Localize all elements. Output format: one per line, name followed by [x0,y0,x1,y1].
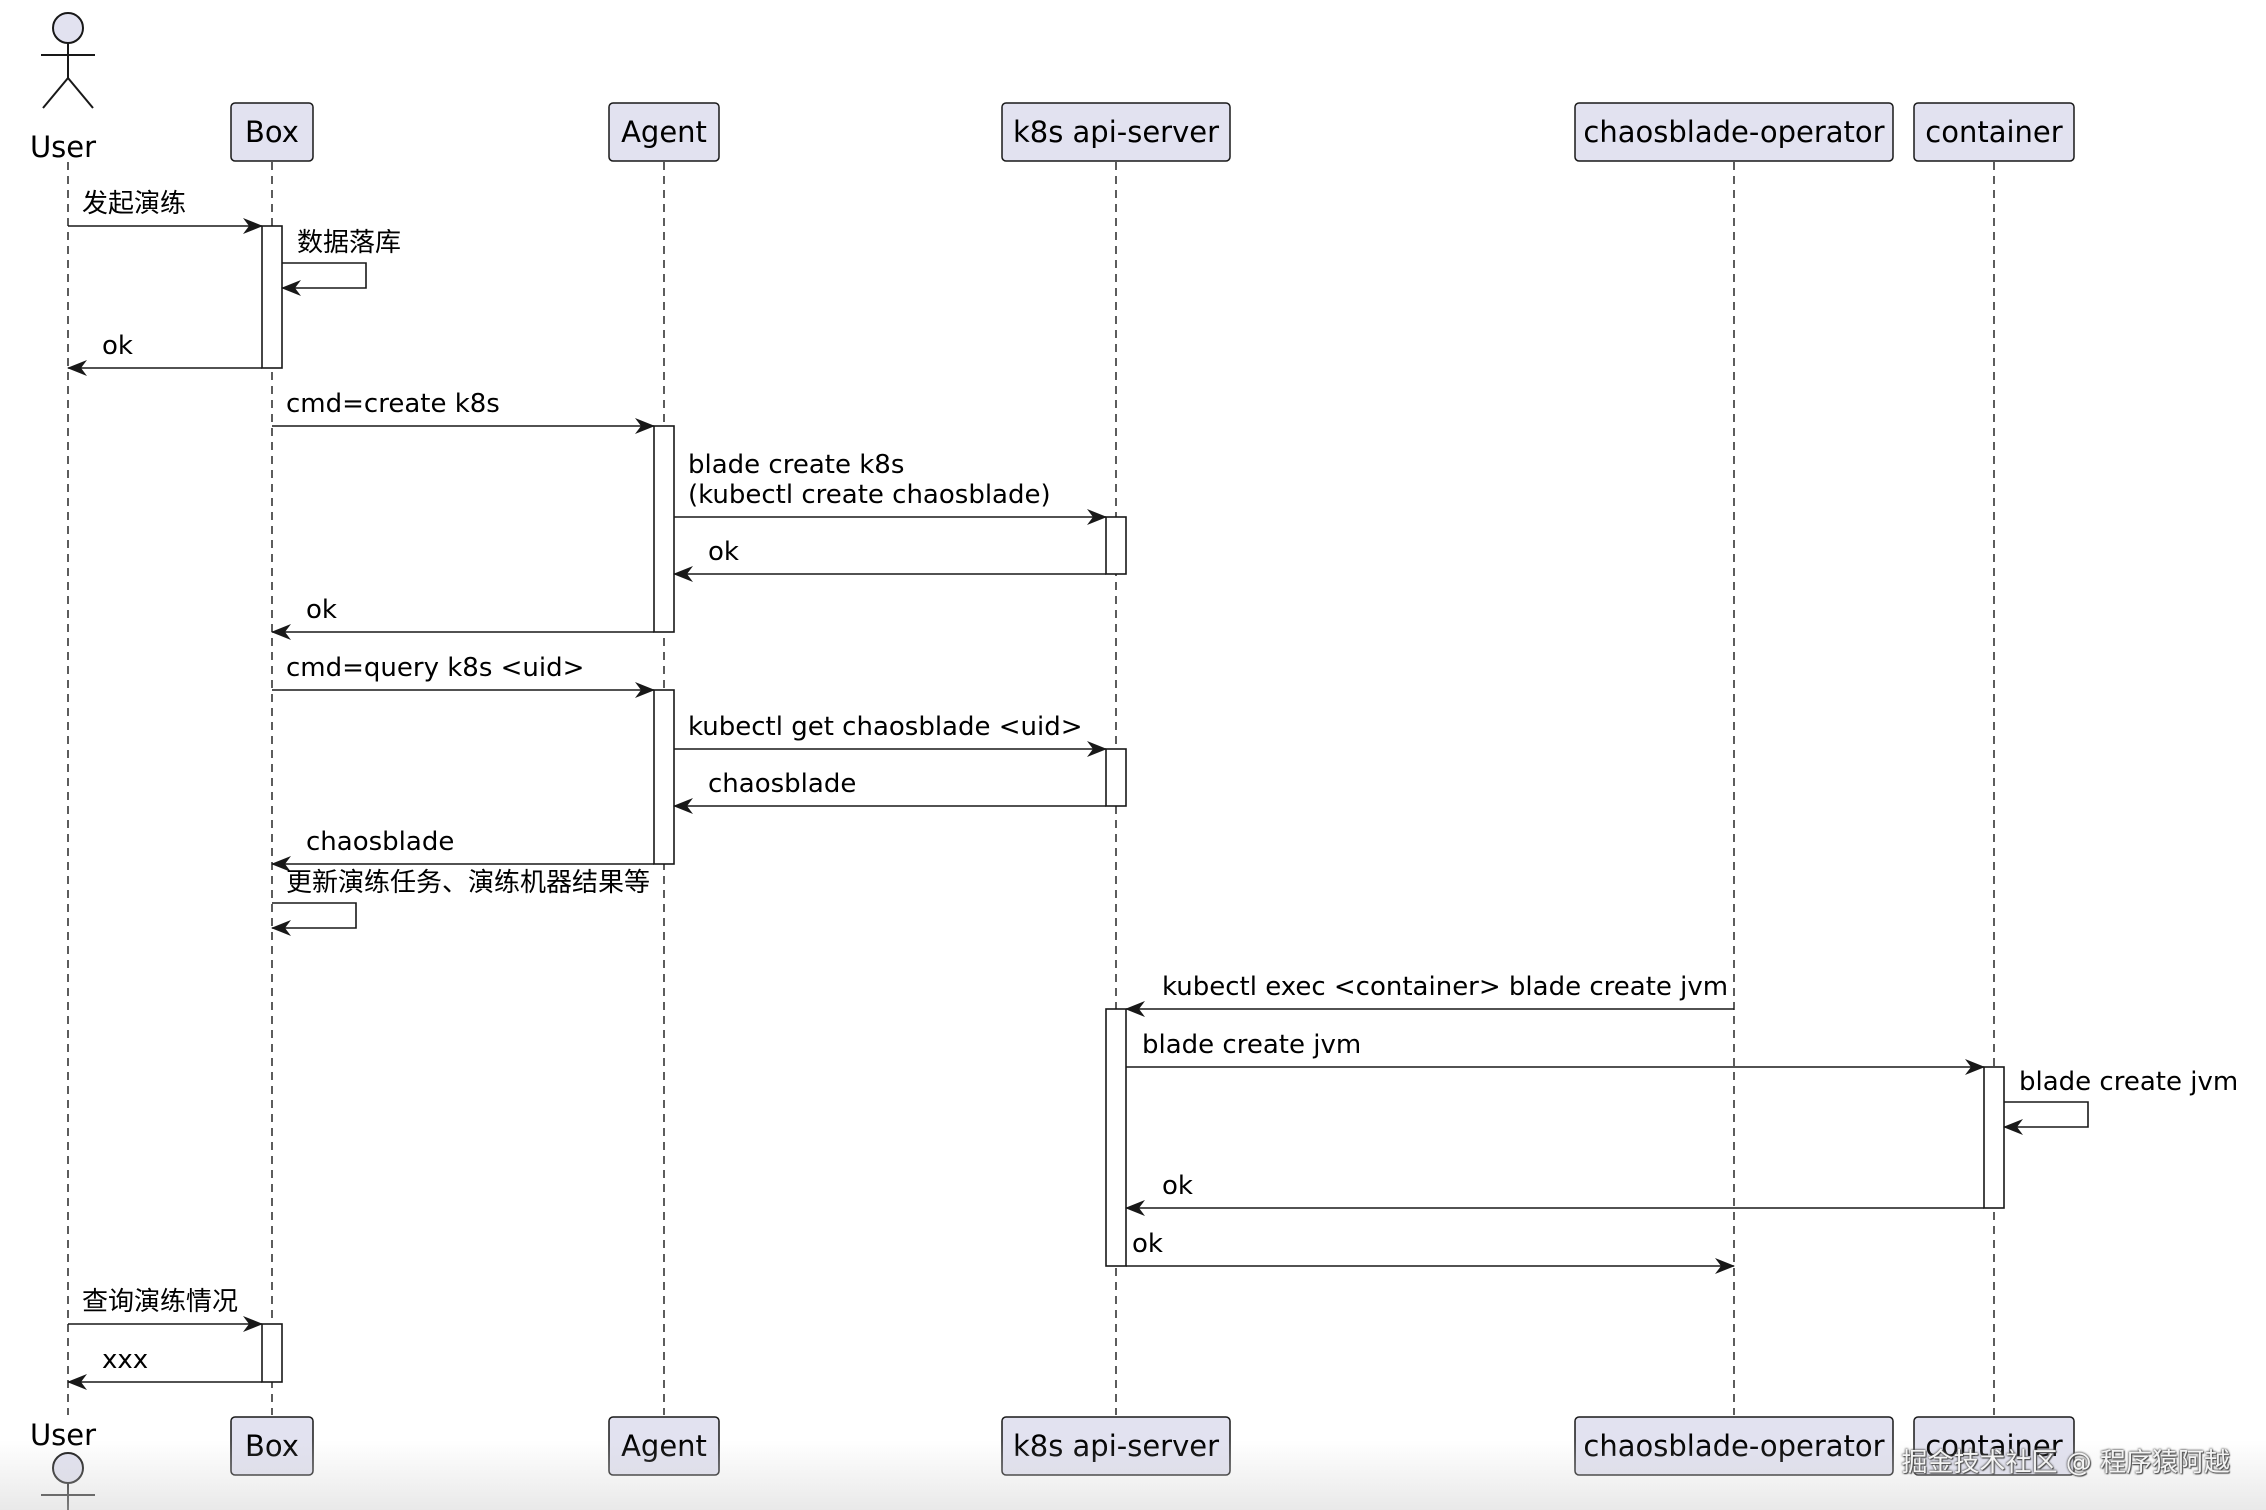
participant-agent-top: Agent [608,102,720,162]
participant-api-top: k8s api-server [1001,102,1231,162]
message-user-to-box: 发起演练 [68,189,263,234]
actor-icon [41,12,95,109]
message-label: ok [708,537,739,567]
message-label: blade create k8s [688,450,904,480]
message-label: ok [306,595,337,625]
message-arrow [271,902,357,936]
message-label: kubectl exec <container> blade create jv… [1162,972,1728,1002]
participant-label: Box [245,115,299,149]
message-container-to-container: blade create jvm [2003,1067,2238,1135]
message-api-to-agent: ok [673,537,1106,582]
message-arrow [2003,1101,2089,1135]
actor-user-top: User [30,12,96,164]
message-label: chaosblade [708,769,856,799]
message-api-to-container: blade create jvm [1126,1030,1985,1075]
participant-label: Agent [621,115,707,149]
activation-agent [653,425,675,633]
message-label: cmd=create k8s [286,389,500,419]
message-box-to-agent: cmd=query k8s <uid> [272,653,655,698]
message-agent-to-box: ok [271,595,654,640]
message-label: blade create jvm [1142,1030,1361,1060]
activation-api [1105,516,1127,575]
message-api-to-operator: ok [1126,1229,1735,1274]
message-api-to-agent: chaosblade [673,769,1106,814]
message-box-to-user: ok [67,331,262,376]
message-operator-to-api: kubectl exec <container> blade create jv… [1125,972,1734,1017]
message-arrow [281,262,367,296]
message-label: kubectl get chaosblade <uid> [688,712,1083,742]
activation-api [1105,748,1127,807]
message-box-to-user: xxx [67,1345,262,1390]
participant-container-top: container [1913,102,2075,162]
message-label: 查询演练情况 [82,1287,238,1317]
activation-agent [653,689,675,865]
actor-label: User [30,130,96,164]
message-agent-to-box: chaosblade [271,827,654,872]
message-user-to-box: 查询演练情况 [68,1287,263,1332]
participant-label: container [1925,115,2062,149]
activation-container [1983,1066,2005,1209]
message-label: 数据落库 [297,228,401,258]
message-box-to-box: 更新演练任务、演练机器结果等 [271,868,650,936]
message-agent-to-api: kubectl get chaosblade <uid> [674,712,1107,757]
message-label: 发起演练 [82,189,186,219]
message-label: 更新演练任务、演练机器结果等 [286,868,650,898]
message-label: ok [1162,1171,1193,1201]
participant-box-top: Box [230,102,314,162]
watermark-band [0,1440,2266,1510]
message-label: cmd=query k8s <uid> [286,653,584,683]
activation-box [261,1323,283,1383]
message-box-to-agent: cmd=create k8s [272,389,655,434]
activation-box [261,225,283,369]
message-label: chaosblade [306,827,454,857]
message-label: xxx [102,1345,148,1375]
message-label: ok [102,331,133,361]
watermark-text: 掘金技术社区 @ 程序猿阿越 [1901,1448,2230,1478]
participant-label: chaosblade-operator [1583,115,1884,149]
message-label: blade create jvm [2019,1067,2238,1097]
message-agent-to-api: blade create k8s(kubectl create chaosbla… [674,450,1107,525]
message-label: (kubectl create chaosblade) [688,480,1051,510]
message-container-to-api: ok [1125,1171,1984,1216]
participant-label: k8s api-server [1013,115,1219,149]
activation-api [1105,1008,1127,1267]
participant-operator-top: chaosblade-operator [1574,102,1894,162]
message-label: ok [1132,1229,1163,1259]
message-box-to-box: 数据落库 [281,228,401,296]
